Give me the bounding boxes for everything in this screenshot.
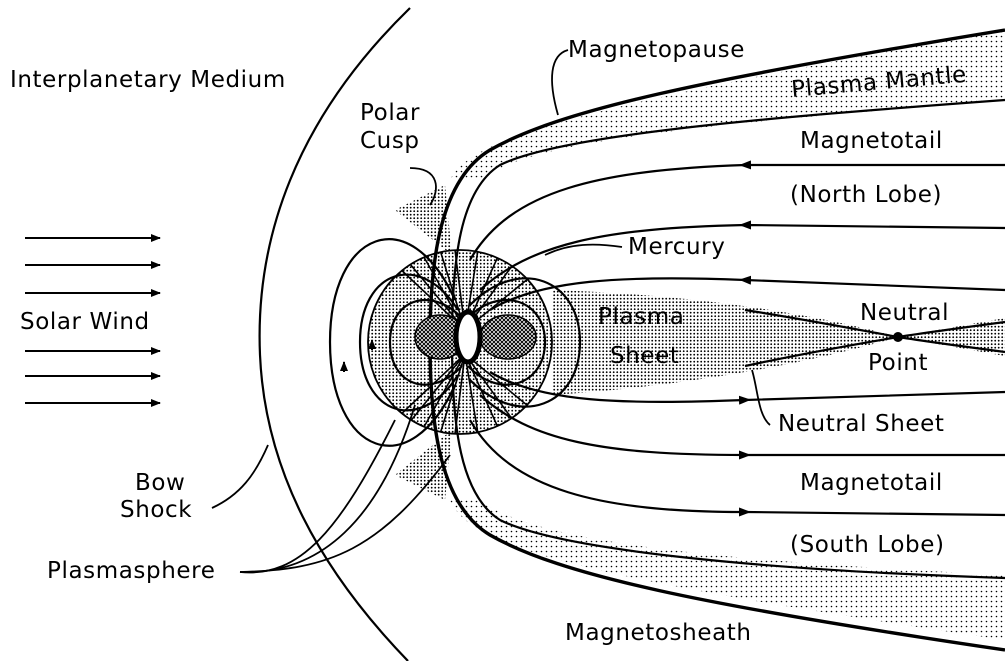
magnetopause-leader: [552, 50, 568, 115]
label-interplanetary-medium: Interplanetary Medium: [10, 67, 286, 93]
label-magnetotail-north-1: Magnetotail: [800, 128, 943, 154]
label-magnetotail-south-1: Magnetotail: [800, 470, 943, 496]
label-plasma-sheet-2: Sheet: [610, 343, 680, 369]
label-polar-cusp-2: Cusp: [360, 128, 420, 154]
label-magnetotail-south-2: (South Lobe): [790, 532, 945, 558]
inner-lobe-right: [480, 315, 536, 359]
neutral-sheet-leader: [752, 370, 770, 425]
bow-shock-leader: [212, 445, 268, 508]
label-bow-shock-1: Bow: [135, 470, 185, 496]
label-magnetotail-north-2: (North Lobe): [790, 182, 942, 208]
label-magnetosheath: Magnetosheath: [565, 620, 752, 646]
label-neutral-sheet: Neutral Sheet: [778, 411, 945, 437]
label-plasma-sheet-1: Plasma: [598, 304, 684, 330]
label-plasmasphere: Plasmasphere: [47, 558, 215, 584]
label-polar-cusp-1: Polar: [360, 100, 420, 126]
mercury-planet: [456, 312, 480, 362]
label-neutral-point-1: Neutral: [860, 300, 949, 326]
label-neutral-point-2: Point: [868, 350, 928, 376]
label-mercury: Mercury: [628, 234, 725, 260]
label-solar-wind: Solar Wind: [20, 309, 150, 335]
label-magnetopause: Magnetopause: [568, 37, 745, 63]
plasmasphere-leader-2: [240, 405, 415, 572]
label-bow-shock-2: Shock: [120, 497, 192, 523]
mercury-leader: [545, 245, 622, 255]
neutral-point-dot: [893, 332, 903, 342]
tail-field-line-n1: [470, 165, 1005, 260]
plasma-mantle-south: [450, 500, 1005, 640]
